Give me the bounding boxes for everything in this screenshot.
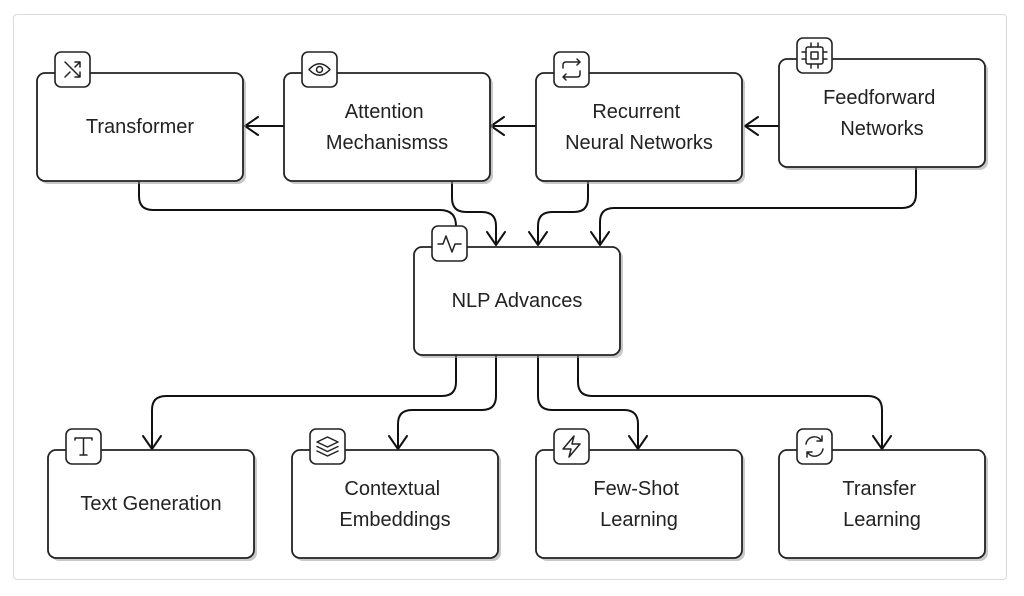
node-attention[interactable]: Attention Mechanismss	[283, 51, 493, 184]
shuffle-icon	[54, 51, 91, 88]
node-feedforward[interactable]: Feedforward Networks	[778, 37, 988, 170]
node-text-generation[interactable]: Text Generation	[47, 428, 257, 561]
node-recurrent[interactable]: Recurrent Neural Networks	[535, 51, 745, 184]
edges	[138, 116, 917, 450]
zap-icon	[553, 428, 590, 465]
cpu-icon	[796, 37, 833, 74]
node-transformer[interactable]: Transformer	[36, 51, 246, 184]
node-transfer-learning[interactable]: Transfer Learning	[778, 428, 988, 561]
node-label: Few-Shot Learning	[593, 478, 684, 531]
node-label: Text Generation	[80, 493, 221, 515]
node-label: Contextual Embeddings	[339, 478, 450, 531]
edge-nlp-to-fewshot	[537, 355, 648, 450]
node-label: Feedforward Networks	[823, 87, 941, 140]
edge-transformer-to-nlp	[138, 181, 457, 246]
node-few-shot-learning[interactable]: Few-Shot Learning	[535, 428, 745, 561]
edge-nlp-to-transfer	[577, 355, 892, 450]
refresh-icon	[796, 428, 833, 465]
activity-icon	[431, 225, 468, 262]
edge-nlp-to-contextual	[388, 355, 497, 450]
node-nlp-advances[interactable]: NLP Advances	[413, 225, 623, 358]
type-icon	[65, 428, 102, 465]
edge-recurrent-to-attention	[490, 116, 536, 136]
repeat-icon	[553, 51, 590, 88]
node-label: NLP Advances	[452, 290, 583, 312]
layers-icon	[309, 428, 346, 465]
edge-attention-to-transformer	[244, 116, 284, 136]
node-label: Attention Mechanismss	[326, 101, 448, 154]
edge-attention-to-nlp	[451, 181, 506, 246]
edge-feedforward-to-nlp	[590, 166, 917, 246]
edge-nlp-to-textgen	[142, 355, 457, 450]
edge-feedforward-to-recurrent	[744, 116, 779, 136]
eye-icon	[301, 51, 338, 88]
node-label: Recurrent Neural Networks	[565, 101, 713, 154]
node-contextual-embeddings[interactable]: Contextual Embeddings	[291, 428, 501, 561]
node-label: Transfer Learning	[842, 478, 921, 531]
edge-recurrent-to-nlp	[528, 181, 589, 246]
node-label: Transformer	[86, 116, 195, 138]
